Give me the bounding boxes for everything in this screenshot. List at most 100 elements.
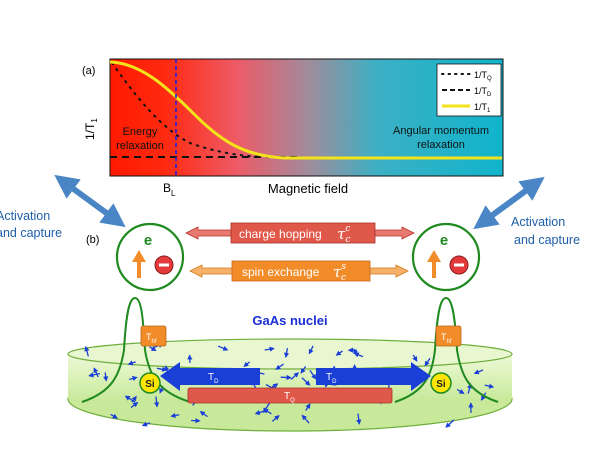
nuclear-spin-arrow [263,402,270,414]
electron-left: e [115,222,185,292]
nuclear-spin-arrow [154,396,160,408]
legend-t1-label: 1/T1 [474,102,491,114]
angular-label-1: Angular momentum [393,125,489,137]
nuclei-label: GaAs nuclei [252,313,327,328]
td-label-left: TD [208,372,219,385]
nuclear-spin-arrow [290,372,300,381]
energy-label-1: Energy [123,126,158,138]
nuclear-spin-arrow [271,414,280,422]
spin-up-icon-right [427,250,441,278]
legend: 1/TQ 1/TD 1/T1 [436,63,502,117]
bl-label: BL [163,181,176,198]
thf-box-left [140,325,167,347]
si-atom-right: Si [430,372,452,394]
disk-top [67,338,513,370]
angular-label-2: relaxation [417,139,465,151]
panel-b-label: (b) [86,234,99,246]
legend-tq-label: 1/TQ [474,70,492,82]
si-label-right: Si [436,379,446,390]
si-circle-left [139,372,161,394]
si-circle-right [430,372,452,394]
activation-arrow-left [54,174,126,228]
nuclear-spin-arrow [124,395,136,403]
electron-symbol-left: e [144,232,152,249]
nuclear-spin-arrow [88,372,101,378]
si-atom-left: Si [139,372,161,394]
x-axis-label: Magnetic field [268,181,348,196]
td-arrow-left [160,362,260,391]
minus-bar-left [159,263,169,267]
nuclear-spin-arrow [412,354,418,362]
activation-right-2: and capture [514,233,580,247]
nuclear-spin-arrow [217,345,229,351]
nuclear-spin-arrow [110,413,118,419]
nuclear-spin-arrow [305,403,311,411]
nuclear-spin-arrow [301,377,311,386]
tq-label: TQ [284,391,295,404]
nuclear-spin-arrow [309,370,317,380]
tq-bar [187,387,393,404]
nuclear-spin-arrow [456,388,465,394]
nuclear-spin-arrow [93,367,99,378]
thf-box-right [435,325,462,347]
nuclear-spin-arrow [199,410,208,418]
thf-label-right: Thf [441,332,452,345]
nuclear-spin-arrow [149,346,157,352]
nuclear-spin-arrow [130,401,139,408]
spin-exchange-label: spin exchange [242,265,320,279]
chart-frame [109,58,504,177]
nuclear-spin-arrow [84,345,90,357]
nuclear-spin-arrow [335,350,343,356]
nuclear-spin-arrow [353,348,359,357]
panel-a-label: (a) [82,65,95,77]
minus-bar-right [454,263,464,267]
charge-hopping-label: charge hopping [239,227,322,241]
td-arrow-right [316,362,431,391]
nuclear-spin-arrow [254,409,265,415]
electron-right: e [411,222,481,292]
activation-left-1: Activation [0,209,50,223]
nuclear-spin-arrow [308,345,314,355]
td-label-right: TD [326,372,337,385]
energy-label-2: relaxation [116,140,164,152]
nuclear-spin-arrow [264,346,275,352]
nuclear-spin-arrow [280,374,292,381]
nuclear-spin-arrow [243,361,251,368]
activation-arrow-right [473,176,545,230]
panel-a: (a) Energy relaxation Angular momentum r… [82,58,504,198]
nuclear-spin-arrow [129,376,138,382]
electron-symbol-right: e [440,232,448,249]
thf-right: Thf [435,325,462,347]
nuclear-spin-arrow [271,383,279,389]
legend-td-label: 1/TD [474,86,492,98]
spin-exchange-box [231,260,371,282]
nuclear-spin-arrow [275,363,284,370]
nuclear-spin-arrow [103,372,109,382]
thf-left: Thf [140,325,167,347]
y-axis-label: 1/T1 [83,118,99,140]
nuclear-spin-arrow [301,414,310,424]
t1-yellow-curve [109,60,502,160]
nuclear-spin-arrow [170,412,180,418]
nuclear-spin-arrow [141,421,151,427]
nuclear-spin-arrow [424,357,431,367]
nuclear-spin-arrow [284,348,290,358]
nuclear-spin-arrow [300,365,307,374]
si-label-left: Si [145,379,155,390]
charge-hopping-box [230,222,376,244]
nuclear-spin-arrow [484,383,495,389]
spin-up-icon-left [132,250,146,278]
nuclear-spin-arrow [127,360,136,366]
activation-left-2: and capture [0,226,62,240]
nuclear-spin-arrow [356,413,362,425]
activation-right-1: Activation [511,215,565,229]
panel-b: (b) Activation and capture Activation an… [0,174,580,432]
tq-dotted-curve [111,62,263,158]
wavefunction-right [394,296,499,403]
thf-label-left: Thf [146,332,157,345]
